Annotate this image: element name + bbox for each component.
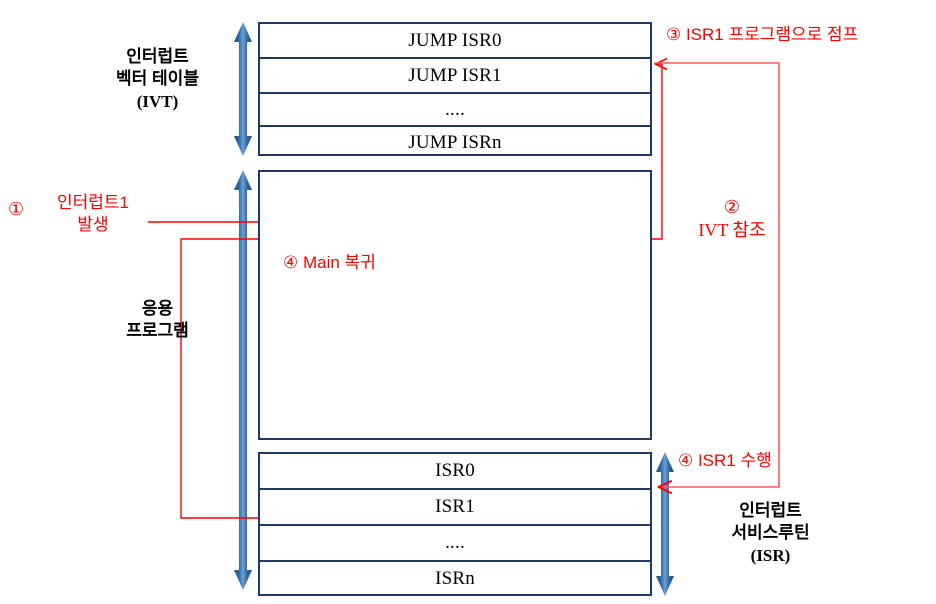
application-span-arrow: [234, 170, 252, 590]
step3-jump-path: [654, 62, 780, 487]
step4-isr-note: ④ ISR1 수행: [678, 450, 772, 472]
isr-row-2: ....: [260, 526, 650, 560]
isr-row-0: ISR0: [260, 454, 650, 488]
ivt-row-0-label: JUMP ISR0: [408, 29, 502, 51]
application-label-line-1: 프로그램: [126, 321, 189, 341]
step2-marker-glyph: ②: [723, 197, 741, 217]
ivt-label: 인터럽트 벡터 테이블 (IVT): [85, 46, 230, 113]
step2-note-line-0: IVT 참조: [698, 220, 766, 241]
step1-note-line-0: 인터럽트1: [56, 193, 129, 212]
isr-row-2-label: ....: [445, 532, 465, 553]
step1-note-line-1: 발생: [77, 215, 109, 235]
isr-row-3-label: ISRn: [435, 568, 475, 589]
ivt-row-1: JUMP ISR1: [260, 59, 650, 92]
application-box: [258, 170, 652, 440]
ivt-label-line-0: 인터럽트: [126, 47, 189, 66]
isr-row-3: ISRn: [260, 562, 650, 596]
ivt-row-3: JUMP ISRn: [260, 127, 650, 158]
isr-label-line-0: 인터럽트: [739, 501, 802, 520]
step1-marker: ①: [8, 198, 24, 221]
ivt-row-3-label: JUMP ISRn: [408, 131, 502, 153]
ivt-divider-1: [260, 92, 650, 94]
step3-note: ③ ISR1 프로그램으로 점프: [666, 24, 858, 46]
isr-label: 인터럽트 서비스루틴 (ISR): [688, 500, 853, 567]
step1-marker-glyph: ①: [8, 199, 25, 219]
step4-main-note-text: ④ Main 복귀: [283, 253, 376, 272]
application-label: 응용 프로그램: [85, 298, 230, 343]
step4-main-note: ④ Main 복귀: [283, 252, 376, 274]
step4-return-path: [180, 239, 272, 519]
step1-note: 인터럽트1 발생: [38, 192, 148, 236]
isr-row-1-label: ISR1: [435, 496, 475, 517]
step2-note: ② IVT 참조: [672, 196, 792, 243]
step4-isr-note-text: ④ ISR1 수행: [678, 451, 772, 470]
isr-divider-2: [260, 560, 650, 562]
isr-divider-0: [260, 488, 650, 490]
isr-row-1: ISR1: [260, 490, 650, 524]
ivt-label-line-1: 벡터 테이블: [116, 69, 199, 89]
ivt-row-0: JUMP ISR0: [260, 24, 650, 57]
ivt-divider-0: [260, 57, 650, 59]
ivt-span-arrow: [234, 22, 252, 156]
ivt-divider-2: [260, 125, 650, 127]
step3-note-text: ③ ISR1 프로그램으로 점프: [666, 25, 859, 44]
ivt-row-2-label: ....: [445, 98, 465, 120]
application-label-line-0: 응용: [141, 299, 174, 318]
isr-row-0-label: ISR0: [435, 460, 475, 481]
isr-span-arrow: [656, 452, 674, 596]
isr-divider-1: [260, 524, 650, 526]
ivt-row-1-label: JUMP ISR1: [408, 64, 502, 86]
step2-ivt-reference-path: [652, 64, 662, 240]
ivt-box: JUMP ISR0 JUMP ISR1 .... JUMP ISRn: [258, 22, 652, 156]
isr-label-line-1: 서비스루틴: [731, 523, 810, 543]
ivt-row-2: ....: [260, 94, 650, 125]
ivt-label-line-2: (IVT): [136, 91, 179, 111]
isr-label-line-2: (ISR): [750, 545, 791, 565]
isr-box: ISR0 ISR1 .... ISRn: [258, 452, 652, 596]
